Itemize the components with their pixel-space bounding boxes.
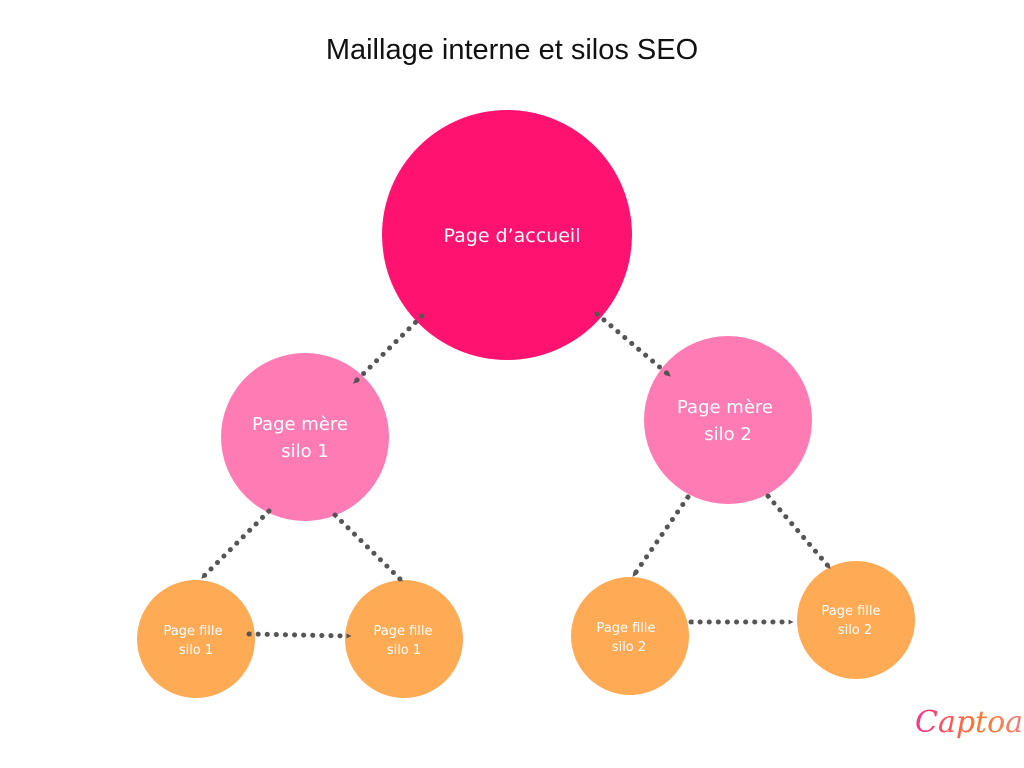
arrow-mere2-fille2a bbox=[631, 494, 691, 578]
node-label: silo 1 bbox=[281, 441, 329, 462]
arrow-mere1-fille1a bbox=[200, 508, 272, 580]
node-label: silo 1 bbox=[387, 643, 421, 658]
arrow-fille1a-fille1b bbox=[246, 631, 352, 639]
node-mere-silo-1: Page mère silo 1 bbox=[221, 353, 389, 521]
node-label: Page fille bbox=[373, 624, 432, 639]
arrow-home-mere1 bbox=[352, 313, 425, 385]
node-fille-silo-2b: Page fille silo 2 bbox=[797, 561, 915, 679]
diagram-title: Maillage interne et silos SEO bbox=[325, 34, 699, 66]
node-label: Page fille bbox=[596, 621, 655, 636]
arrow-home-mere2 bbox=[594, 311, 672, 378]
node-label: Page mère bbox=[677, 397, 773, 418]
node-label: silo 2 bbox=[612, 640, 646, 655]
arrow-mere1-fille1b bbox=[332, 512, 404, 583]
node-label: Page fille bbox=[163, 624, 222, 639]
node-fille-silo-1b: Page fille silo 1 bbox=[345, 580, 463, 698]
node-label: Page fille bbox=[821, 604, 880, 619]
arrow-mere2-fille2b bbox=[765, 493, 832, 570]
node-home: Page d’accueil bbox=[382, 110, 632, 360]
captoa-logo: Captoa bbox=[915, 705, 1023, 740]
link-arrows bbox=[200, 311, 832, 639]
node-label: silo 2 bbox=[704, 424, 752, 445]
node-label: Page mère bbox=[252, 414, 348, 435]
node-fille-silo-2a: Page fille silo 2 bbox=[571, 577, 689, 695]
node-fille-silo-1a: Page fille silo 1 bbox=[137, 580, 255, 698]
node-label: silo 1 bbox=[179, 643, 213, 658]
node-label: silo 2 bbox=[838, 623, 872, 638]
node-label: Page d’accueil bbox=[444, 225, 581, 247]
node-mere-silo-2: Page mère silo 2 bbox=[644, 336, 812, 504]
